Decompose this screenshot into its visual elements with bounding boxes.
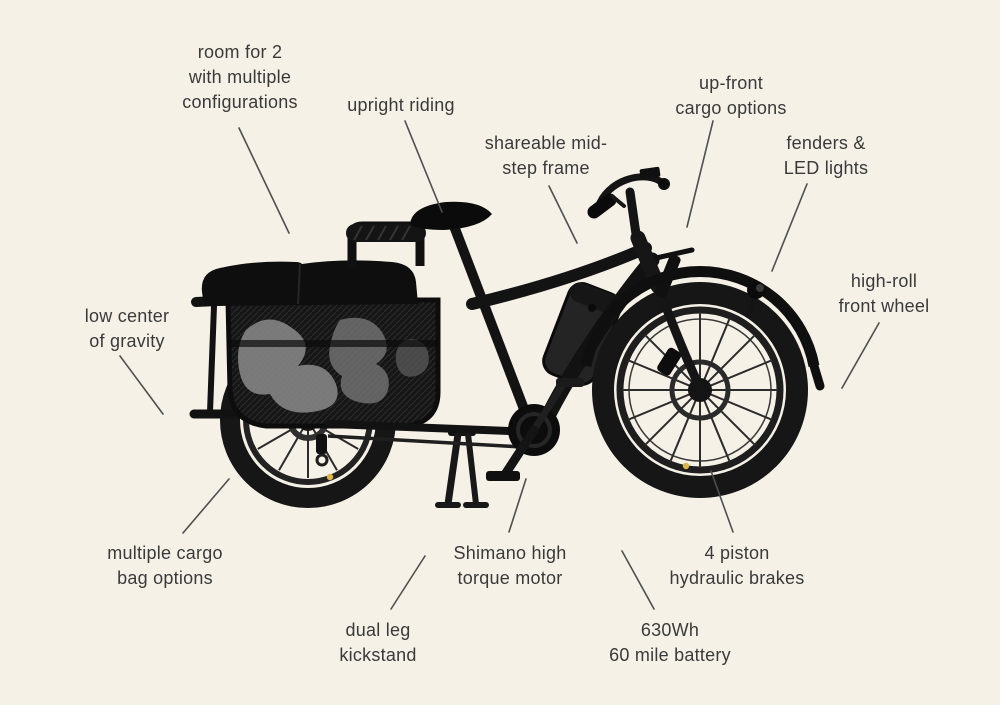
callout-multiple-cargo-bag-options: multiple cargo bag options [107, 543, 223, 588]
saddle [410, 201, 492, 230]
callout-line-shareable-mid-step-frame [548, 185, 578, 244]
callout-battery-630wh: 630Wh 60 mile battery [609, 620, 731, 665]
rear-derailleur [316, 434, 327, 454]
chain [327, 434, 541, 450]
grip [587, 193, 617, 219]
callout-line-low-center-of-gravity [119, 355, 164, 415]
callout-shareable-mid-step-frame: shareable mid- step frame [484, 133, 608, 178]
callout-upright-riding: upright riding [347, 95, 455, 115]
callout-line-dual-leg-kickstand [390, 555, 426, 610]
brake-lever [610, 194, 626, 208]
callout-line-upright-riding [404, 120, 443, 213]
bag-strap [228, 340, 438, 347]
bar-end [658, 178, 670, 190]
far-pedal [556, 378, 584, 387]
motor [486, 378, 584, 481]
callout-shimano-high-torque-motor: Shimano high torque motor [453, 543, 567, 588]
drivetrain-chain [315, 420, 541, 467]
front-brake-caliper [657, 347, 682, 376]
stem [625, 187, 641, 239]
rear-spoke-reflector [326, 473, 334, 481]
callout-fenders-led-lights: fenders & LED lights [783, 133, 869, 178]
rear-hoop [346, 221, 426, 268]
display [639, 166, 661, 180]
front-spoke-reflector [682, 462, 690, 470]
callout-high-roll-front-wheel: high-roll front wheel [838, 271, 930, 316]
callout-up-front-cargo-options: up-front cargo options [675, 73, 787, 118]
seat-tube [449, 221, 537, 435]
callout-low-center-of-gravity: low center of gravity [84, 306, 170, 351]
far-crank [530, 382, 566, 434]
bag-print-shape [329, 317, 389, 404]
cargo-bags [225, 297, 441, 429]
front-fender [580, 265, 825, 391]
near-crank [499, 425, 539, 481]
callout-line-room-for-2 [238, 127, 290, 234]
near-pedal [486, 471, 520, 481]
front-brake-rotor [669, 359, 731, 421]
callout-line-multiple-cargo-bag-options [182, 478, 230, 534]
callout-four-piston-hydraulic-brakes: 4 piston hydraulic brakes [669, 543, 805, 588]
callout-room-for-2: room for 2 with multiple configurations [182, 42, 298, 112]
callout-line-four-piston-hydraulic-brakes [710, 470, 734, 533]
deck-cushion [201, 260, 418, 306]
callout-line-fenders-led-lights [771, 183, 808, 272]
chainstay [326, 420, 540, 436]
callout-line-battery-630wh [621, 550, 655, 610]
derailleur-pulley [315, 453, 329, 467]
callout-line-shimano-high-torque-motor [508, 478, 527, 533]
callout-dual-leg-kickstand: dual leg kickstand [339, 620, 417, 665]
bag-print-shape [395, 339, 429, 377]
chainring [516, 412, 552, 448]
handlebar [587, 166, 670, 219]
headlight-lens [756, 284, 764, 292]
headlight [746, 281, 765, 319]
callout-line-up-front-cargo-options [686, 120, 714, 228]
mudflap [809, 361, 825, 391]
top-tube [466, 242, 652, 310]
callout-line-high-roll-front-wheel [841, 322, 880, 389]
